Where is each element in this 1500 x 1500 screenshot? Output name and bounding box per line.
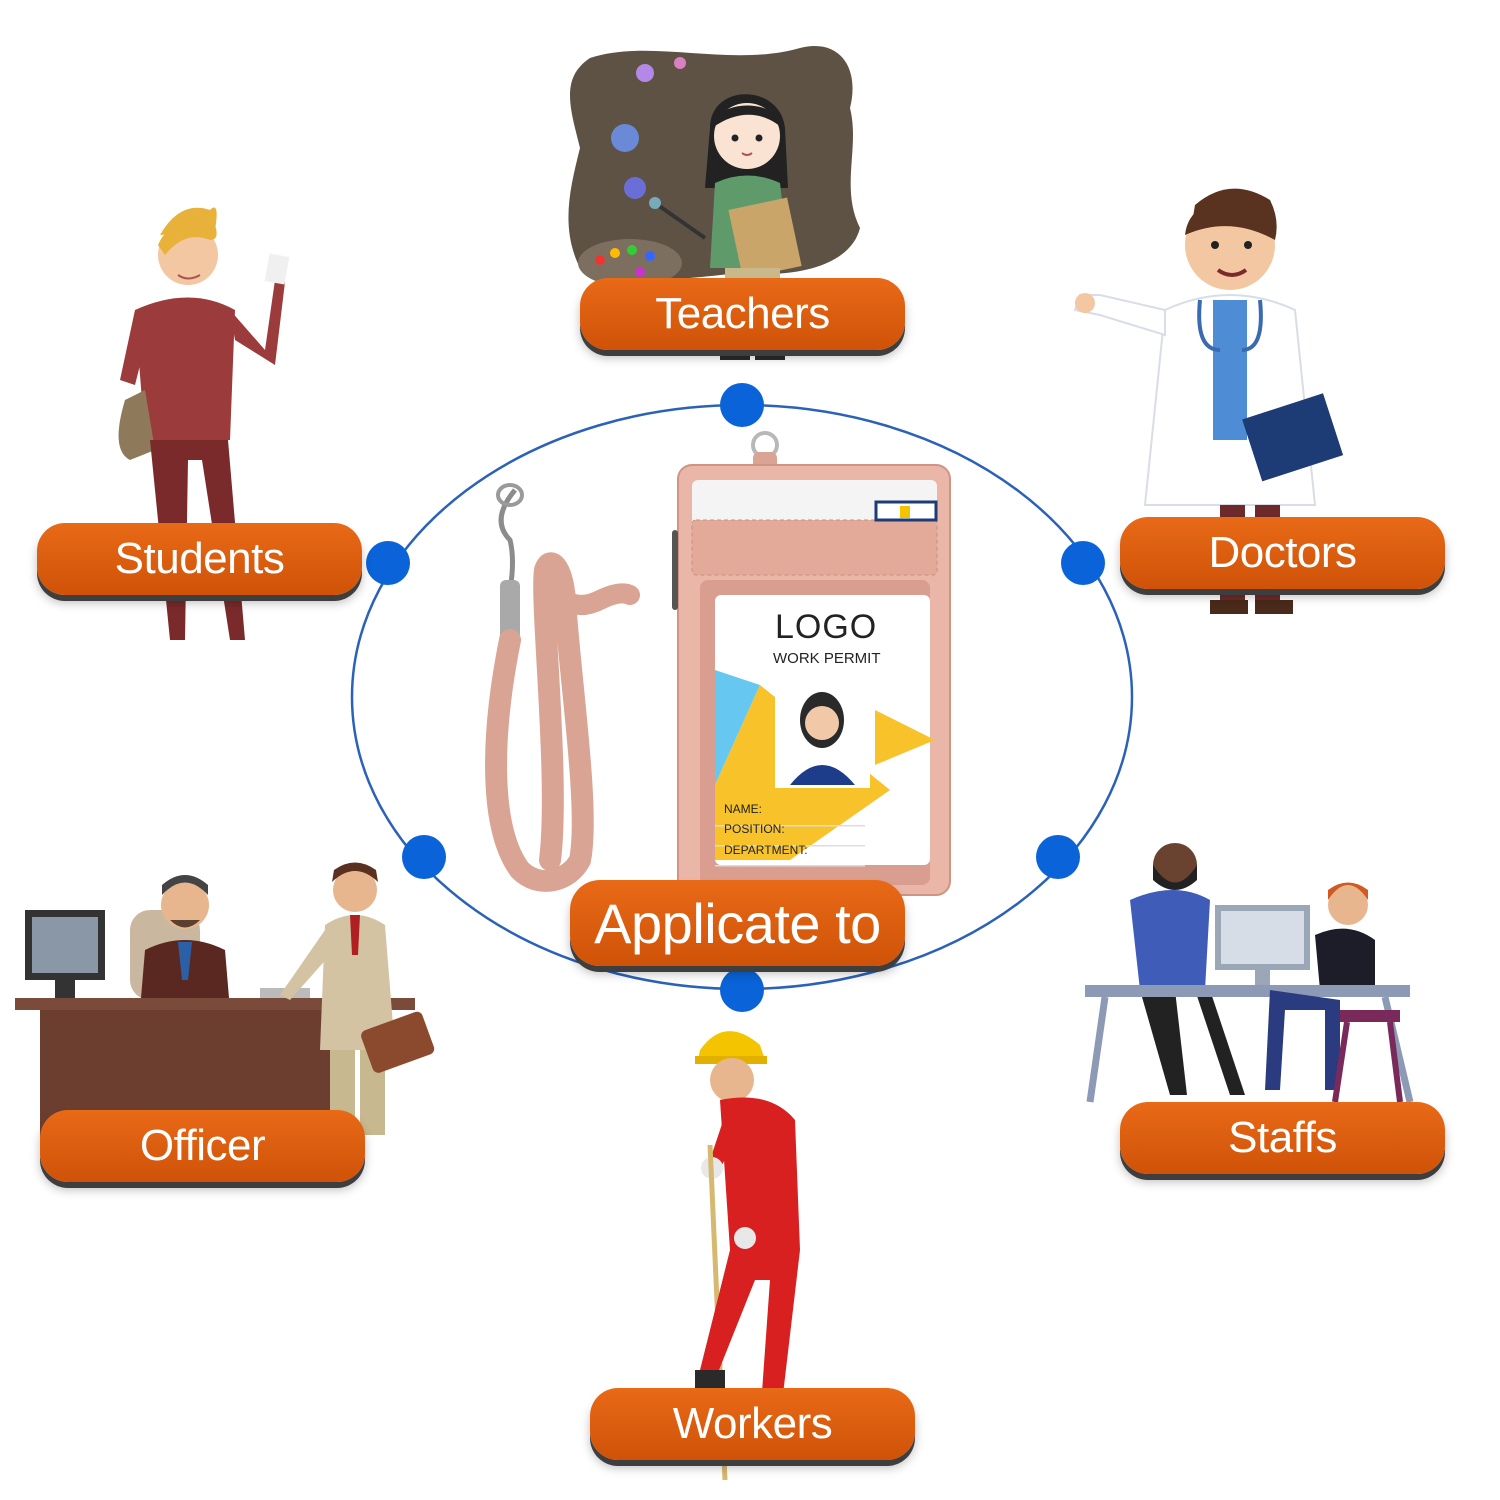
ring-dot-right — [1061, 541, 1105, 585]
applicate-to-title: Applicate to — [570, 880, 905, 966]
staffs-label: Staffs — [1120, 1102, 1445, 1174]
students-label: Students — [37, 523, 362, 595]
lanyard-strap — [485, 483, 640, 892]
badge-field-department: DEPARTMENT: — [724, 843, 808, 857]
doctors-label: Doctors — [1120, 517, 1445, 589]
officer-illustration — [15, 862, 435, 1140]
badge-permit-text: WORK PERMIT — [773, 650, 881, 667]
badge-holder — [672, 431, 951, 896]
ring-dot-bottom — [720, 968, 764, 1012]
ring-dot-left — [366, 541, 410, 585]
ring-dot-lower-right — [1036, 835, 1080, 879]
badge-field-name: NAME: — [724, 802, 763, 816]
workers-label: Workers — [590, 1388, 915, 1460]
badge-logo-text: LOGO — [775, 608, 878, 646]
officer-label: Officer — [40, 1110, 365, 1182]
ring-dot-lower-left — [402, 835, 446, 879]
badge-field-position: POSITION: — [724, 822, 785, 836]
ring-dot-top — [720, 383, 764, 427]
teachers-label: Teachers — [580, 278, 905, 350]
staff-illustration — [1085, 843, 1414, 1103]
